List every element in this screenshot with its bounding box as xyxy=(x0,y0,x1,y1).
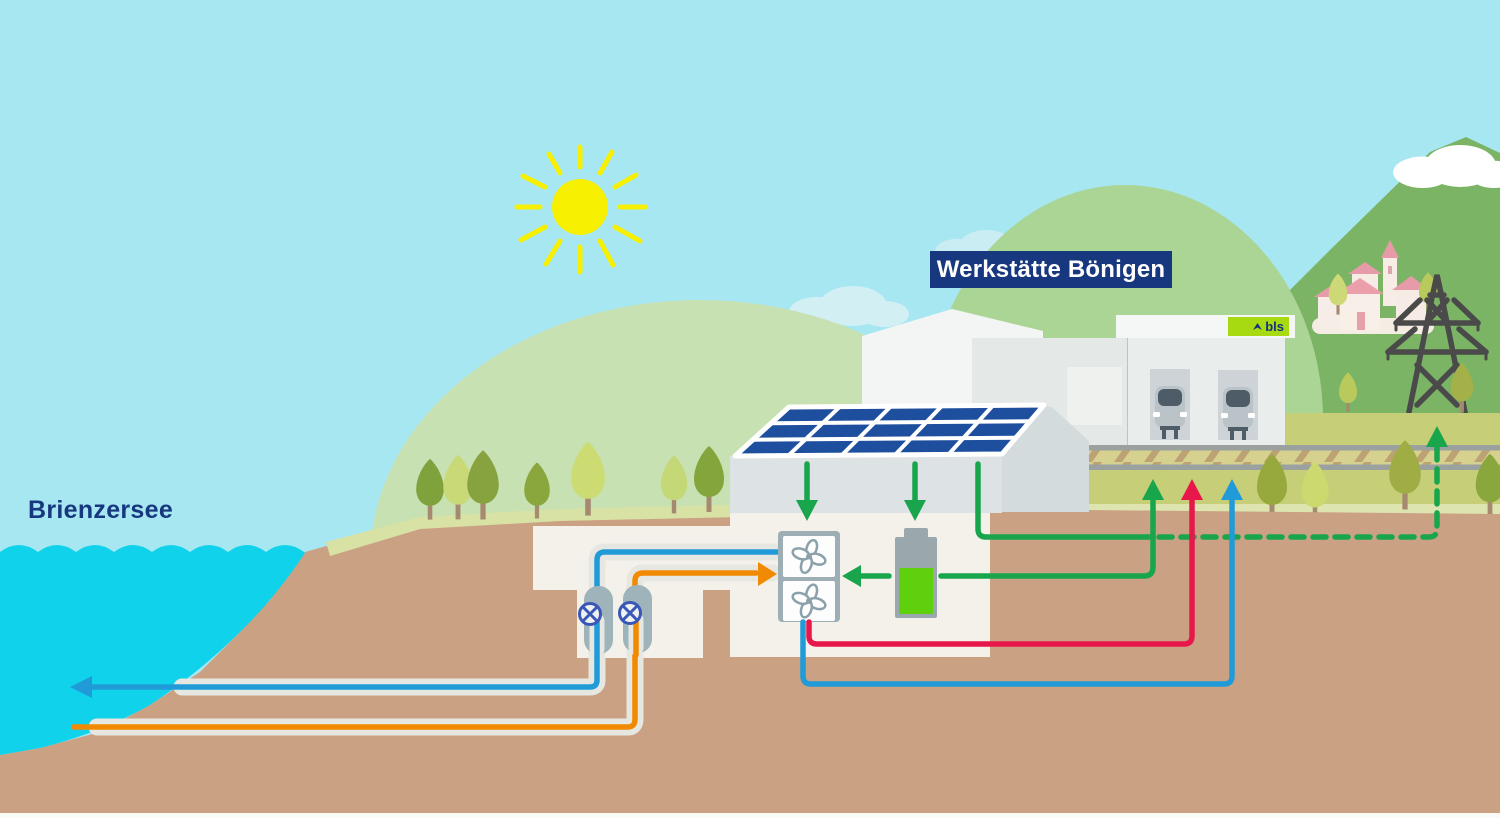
power-pylon xyxy=(1385,274,1489,415)
mountain-right xyxy=(1060,137,1500,440)
bls-logo: bls xyxy=(1228,317,1289,336)
flow-arrowheads xyxy=(796,426,1448,587)
battery-icon xyxy=(895,528,937,618)
orange-arrowhead-to-heatpump xyxy=(758,562,777,586)
water-pump-icon xyxy=(578,586,613,659)
red-flow xyxy=(806,495,1195,647)
green-flows xyxy=(804,444,1440,579)
bls-logo-text: bls xyxy=(1265,319,1284,334)
solar-panels xyxy=(732,402,1047,459)
solar-building xyxy=(730,402,1089,657)
dashed-grid-line xyxy=(1156,444,1440,540)
bls-logo-mark xyxy=(1253,322,1263,330)
blue-arrowhead-into-lake xyxy=(70,676,92,698)
workshop-sign: Werkstätte Bönigen xyxy=(930,251,1172,288)
sun-icon xyxy=(514,144,648,275)
lake-water xyxy=(0,545,305,755)
flow-lines xyxy=(800,444,1440,687)
terrain-brown xyxy=(0,510,1500,813)
bottom-edge xyxy=(0,813,1500,818)
blue-flow xyxy=(800,495,1235,687)
workshop-sign-text: Werkstätte Bönigen xyxy=(936,255,1166,283)
lake-label: Brienzersee xyxy=(28,496,174,524)
water-pump-icon xyxy=(618,585,652,658)
heat-pump-icon xyxy=(778,531,840,622)
